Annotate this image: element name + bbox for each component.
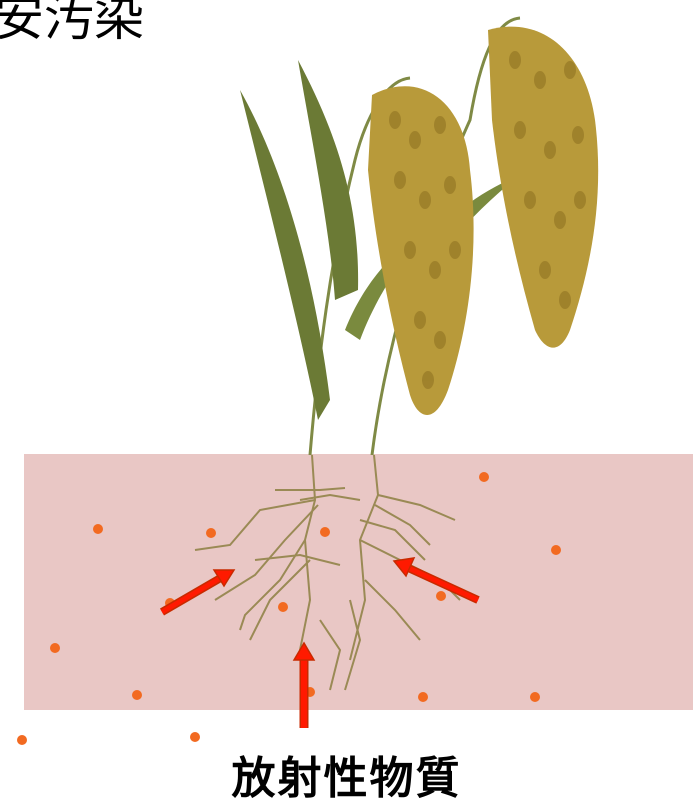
particle-dot-icon bbox=[132, 690, 142, 700]
particle-dot-icon bbox=[93, 524, 103, 534]
particle-dot-icon bbox=[479, 472, 489, 482]
particle-dot-icon bbox=[320, 527, 330, 537]
particle-dots bbox=[17, 472, 561, 745]
rice-plant-icon bbox=[240, 18, 598, 455]
particle-dot-icon bbox=[551, 545, 561, 555]
particle-dot-icon bbox=[50, 643, 60, 653]
arrow-icon bbox=[294, 643, 314, 728]
particle-dot-icon bbox=[278, 602, 288, 612]
particle-dot-icon bbox=[530, 692, 540, 702]
arrow-icon bbox=[162, 570, 234, 612]
particle-dot-icon bbox=[418, 692, 428, 702]
caption-radioactive-material: 放射性物質 bbox=[0, 742, 693, 806]
arrows bbox=[162, 558, 478, 728]
particle-dot-icon bbox=[436, 591, 446, 601]
particle-dot-icon bbox=[190, 732, 200, 742]
arrow-icon bbox=[394, 558, 478, 600]
particle-dot-icon bbox=[206, 528, 216, 538]
